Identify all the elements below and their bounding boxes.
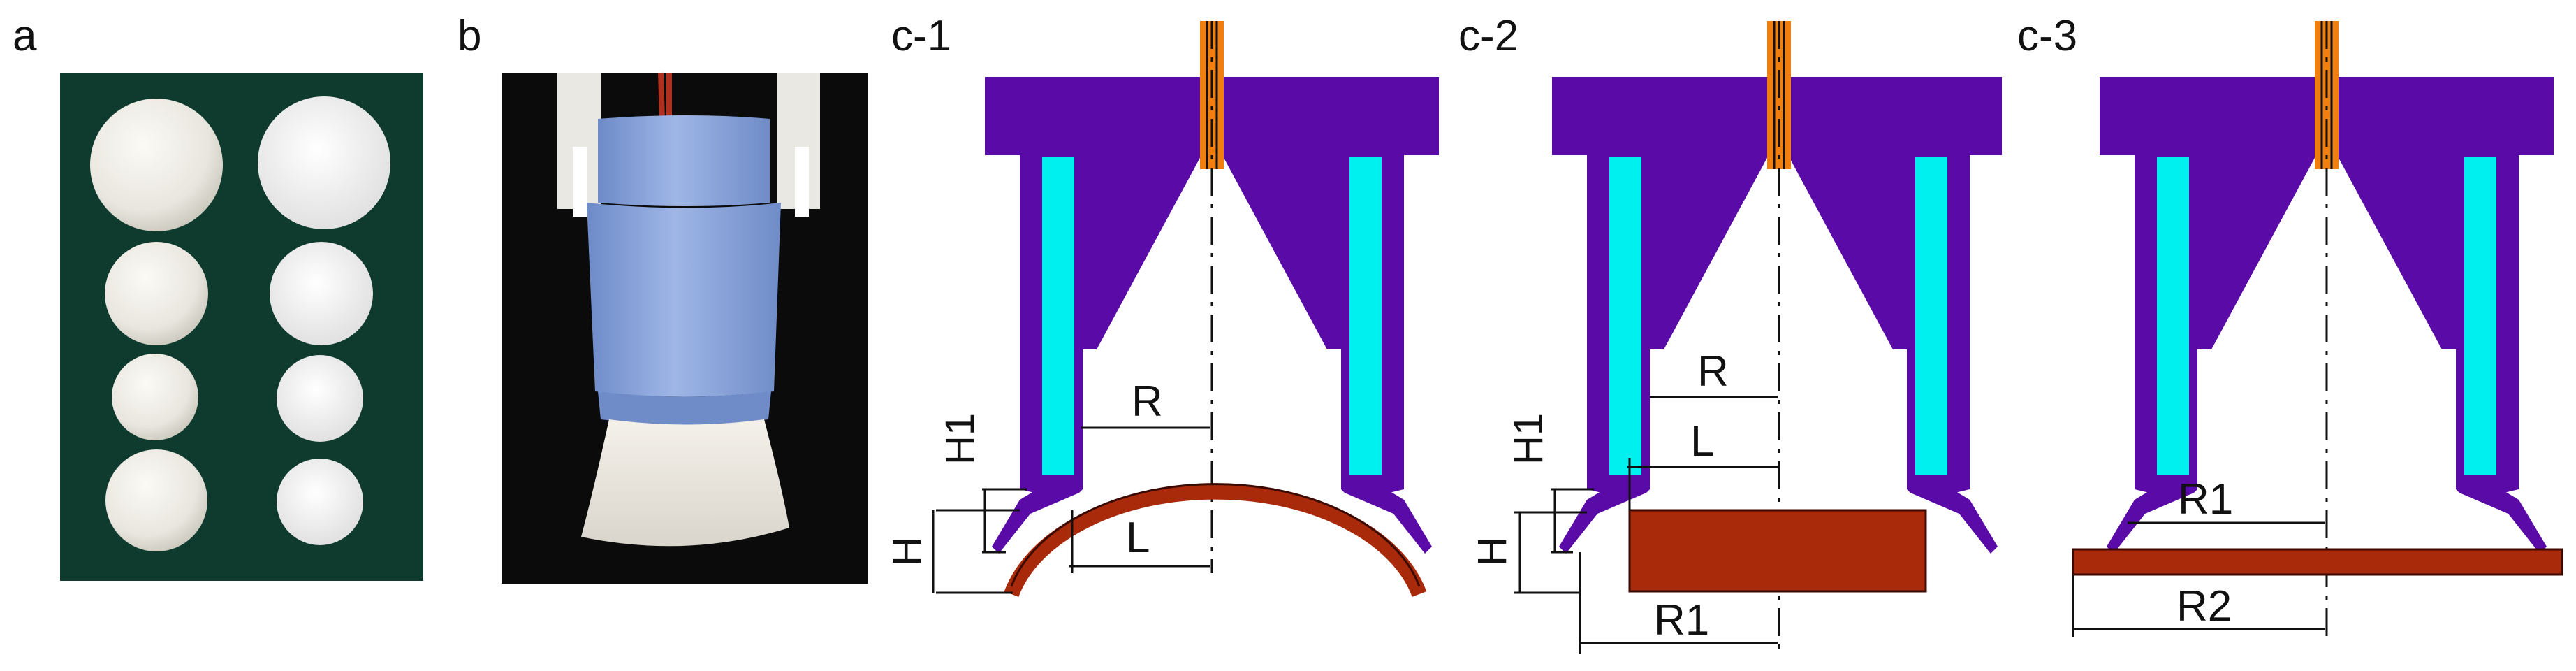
label-r1: R1 <box>1654 596 1709 644</box>
sphere-sample <box>105 449 207 551</box>
panel-c2-diagram: R L R1 H H1 <box>1470 21 2002 654</box>
label-l: L <box>1690 417 1714 466</box>
label-h: H <box>1470 537 1515 566</box>
disc-sample <box>277 355 363 442</box>
disc-sample <box>277 459 363 545</box>
disc-sample <box>270 242 373 345</box>
label-l: L <box>1126 514 1150 562</box>
finger-lip-left <box>2107 489 2197 554</box>
label-r2: R2 <box>2176 582 2232 630</box>
label-h1: H1 <box>937 413 983 465</box>
panel-c3-diagram: R1 R2 <box>2072 21 2563 637</box>
sensor-channel-left <box>2157 157 2189 475</box>
panel-c2-letter: c-2 <box>1458 12 1518 60</box>
label-r: R <box>1697 347 1729 396</box>
finger-lip-left <box>1559 489 1650 554</box>
label-r: R <box>1132 377 1163 426</box>
finger-lip-right <box>1341 489 1432 554</box>
gripper-ring <box>598 115 770 206</box>
gripper-tip <box>581 419 789 547</box>
sensor-channel-right <box>1915 157 1947 475</box>
finger-lip-left <box>992 489 1083 554</box>
disc-sample <box>258 96 390 229</box>
sensor-channel-right <box>1349 157 1382 475</box>
panel-b-letter: b <box>458 12 481 60</box>
label-r1: R1 <box>2178 475 2233 524</box>
workpiece-sphere <box>1004 484 1427 597</box>
workpiece-block <box>1628 509 1927 593</box>
sensor-channel-right <box>2464 157 2496 475</box>
panel-c1-letter: c-1 <box>891 12 951 60</box>
finger-lip-right <box>2456 489 2547 554</box>
gripper-skin <box>587 203 781 397</box>
panel-b-photo <box>502 72 868 584</box>
panel-c1-diagram: R L H H1 <box>884 21 1439 597</box>
sensor-channel-left <box>1042 157 1074 475</box>
workpiece-plate <box>2072 548 2563 576</box>
panel-c3-letter: c-3 <box>2017 12 2077 60</box>
sensor-channel-left <box>1609 157 1641 475</box>
cable <box>658 72 672 120</box>
finger-lip-right <box>1907 489 1998 554</box>
panel-a-letter: a <box>13 12 37 60</box>
label-h1: H1 <box>1506 413 1551 465</box>
label-h: H <box>884 537 930 566</box>
sphere-sample <box>90 99 223 231</box>
sphere-sample <box>105 242 208 345</box>
panel-a-photo <box>60 73 423 581</box>
sphere-sample <box>112 354 198 440</box>
